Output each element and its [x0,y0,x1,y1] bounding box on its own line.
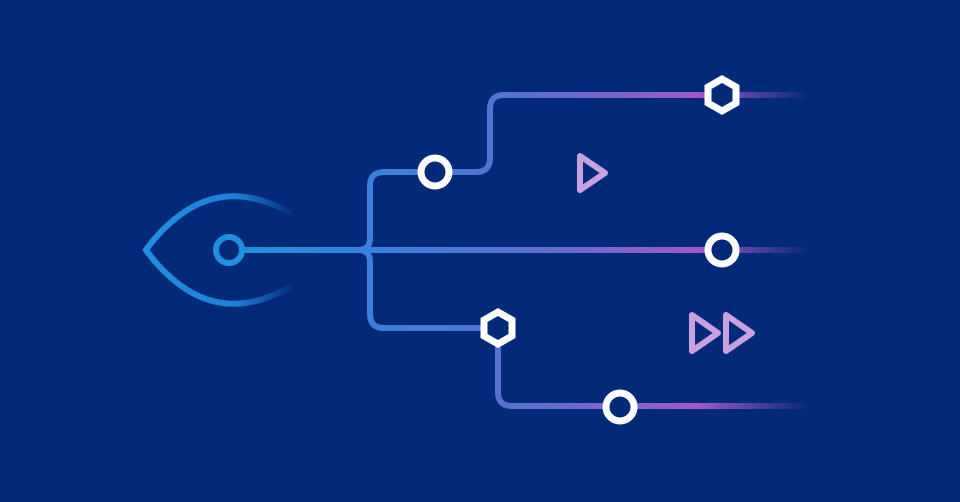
bottom-branch-line [495,328,810,409]
hexagon-node [480,307,516,349]
nodes [417,74,740,425]
circle-node [602,389,638,425]
circle-node [417,154,453,190]
lower-branch-line [357,247,498,331]
circle-node [704,232,740,268]
play-icon [577,153,608,193]
hexagon-node [704,74,740,116]
upper-branch-line [357,92,810,253]
fast-forward-icon [689,312,755,354]
